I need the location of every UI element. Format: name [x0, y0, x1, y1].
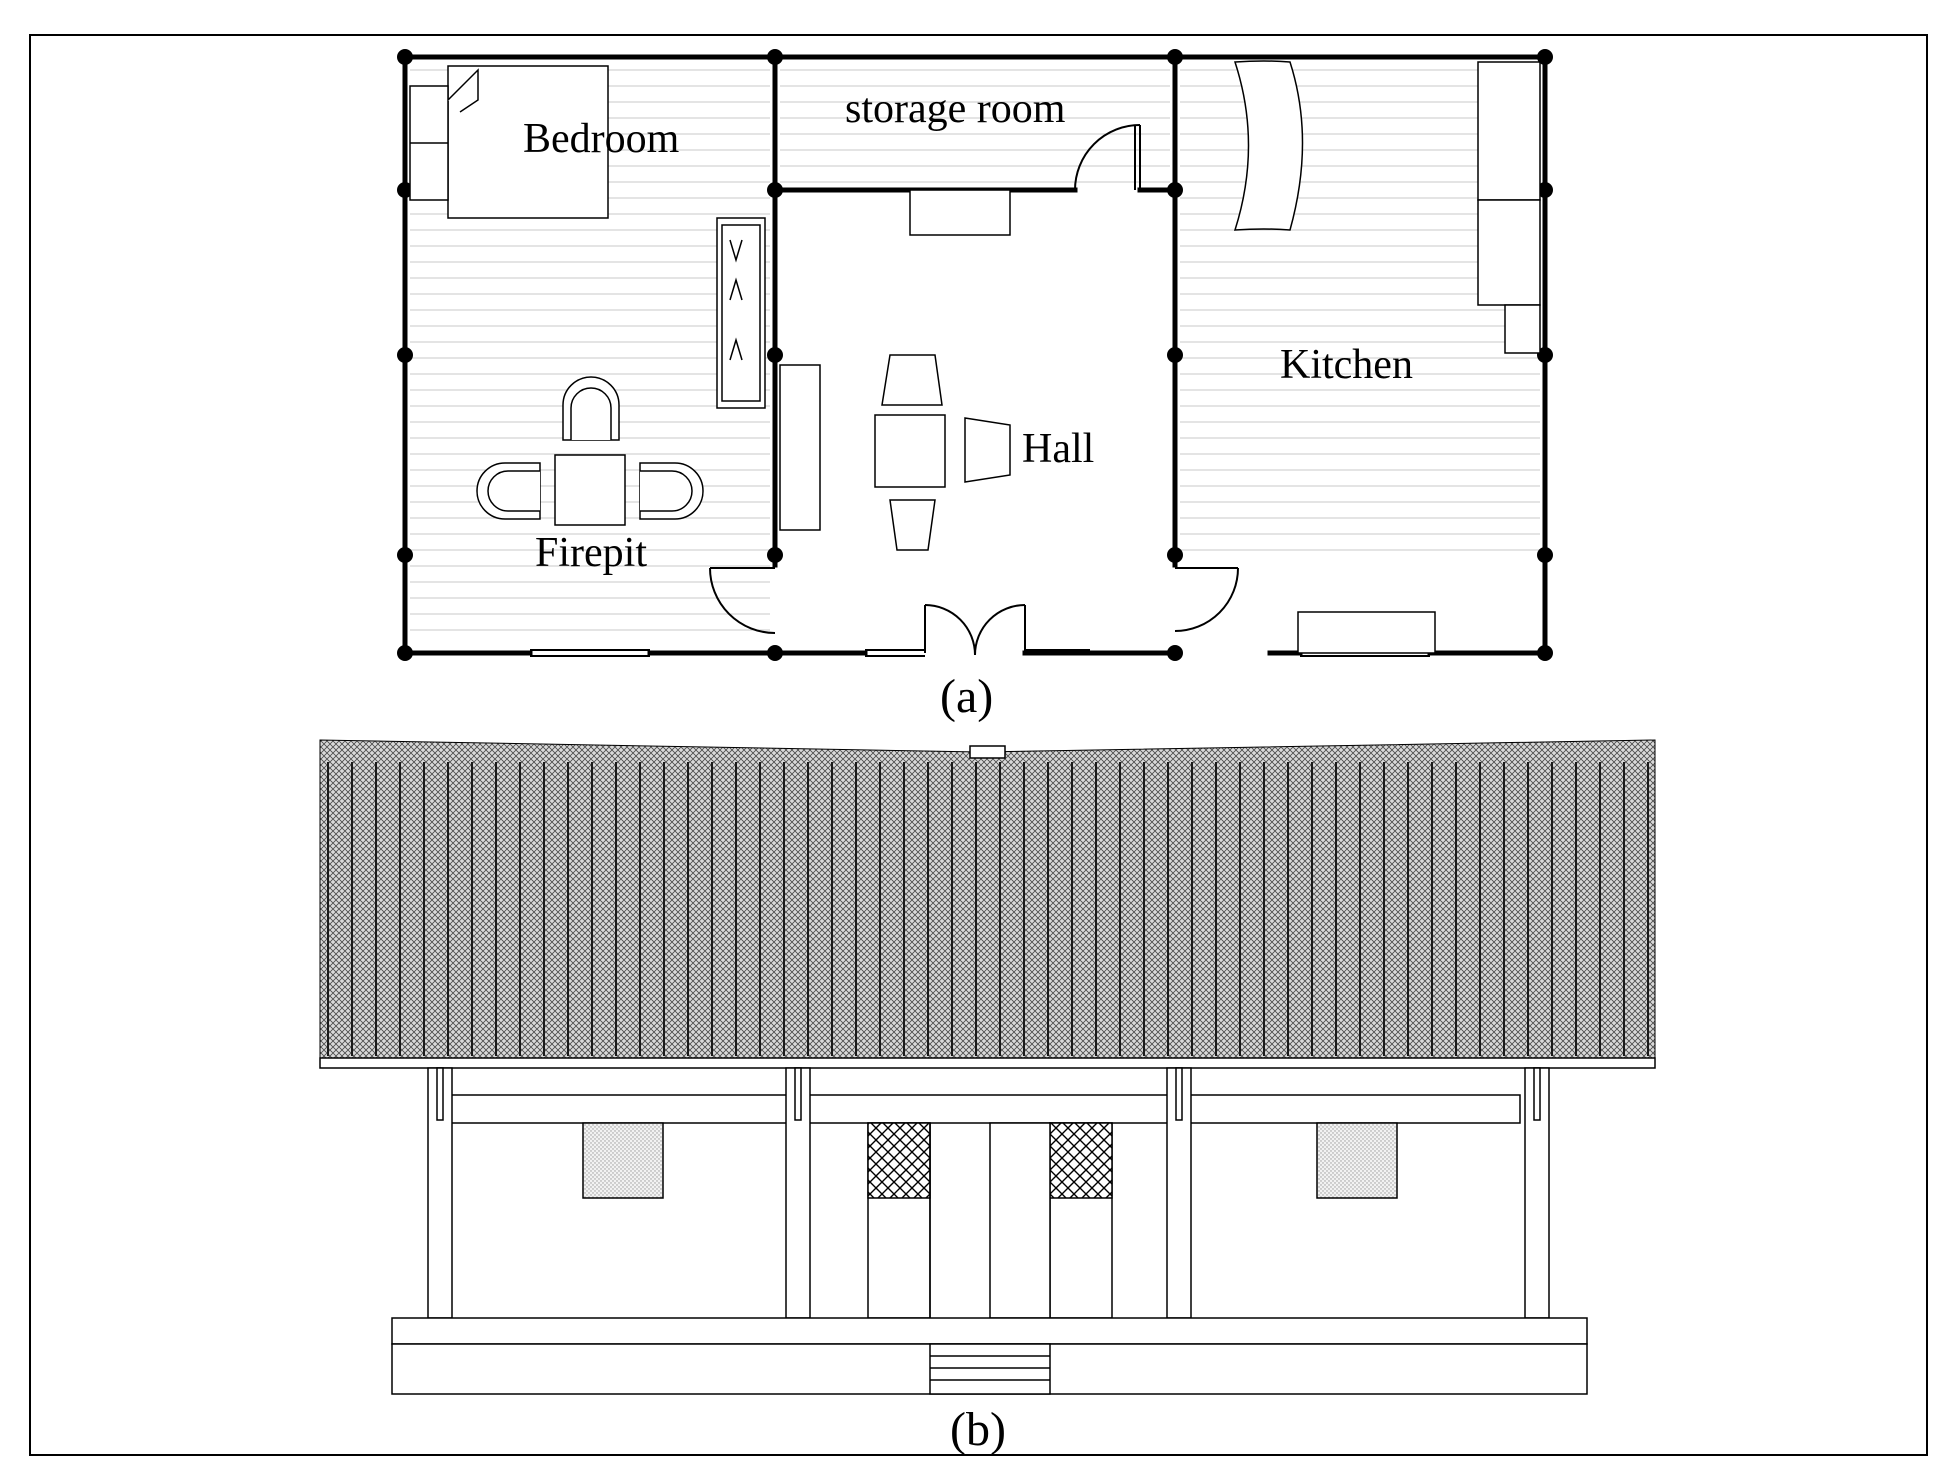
window-right [1316, 1122, 1398, 1199]
elevation-posts [427, 1067, 1550, 1319]
kitchen-furniture [1233, 60, 1541, 654]
firepit-table-set [476, 376, 704, 526]
plan-doors [709, 124, 1239, 656]
roof-eave [319, 1057, 1656, 1069]
hall-furniture [779, 189, 1011, 551]
figure-frame [29, 34, 1928, 1456]
room-label-hall: Hall [1022, 426, 1094, 472]
floor-plan: Bedroom storage room Kitchen Hall Firepi… [397, 49, 1553, 723]
front-elevation: (b) [319, 739, 1656, 1456]
door-right [1049, 1122, 1113, 1319]
window-left [582, 1122, 664, 1199]
center-panel [989, 1122, 1051, 1319]
platform-upper [391, 1317, 1588, 1345]
wardrobe [716, 217, 766, 409]
thatched-roof [319, 739, 1656, 1059]
plan-posts [397, 49, 1553, 661]
room-label-firepit: Firepit [535, 530, 647, 576]
roof-ridge-cap [969, 745, 1006, 759]
room-label-storage: storage room [845, 86, 1066, 132]
elevation-beams [429, 1094, 1521, 1124]
entry-steps [929, 1343, 1051, 1395]
room-label-kitchen: Kitchen [1280, 342, 1413, 388]
room-label-bedroom: Bedroom [523, 116, 680, 162]
caption-b: (b) [950, 1403, 1006, 1456]
caption-a: (a) [940, 670, 993, 723]
roof-stripes [327, 762, 1649, 1056]
bed [409, 65, 609, 219]
door-left [867, 1122, 931, 1319]
